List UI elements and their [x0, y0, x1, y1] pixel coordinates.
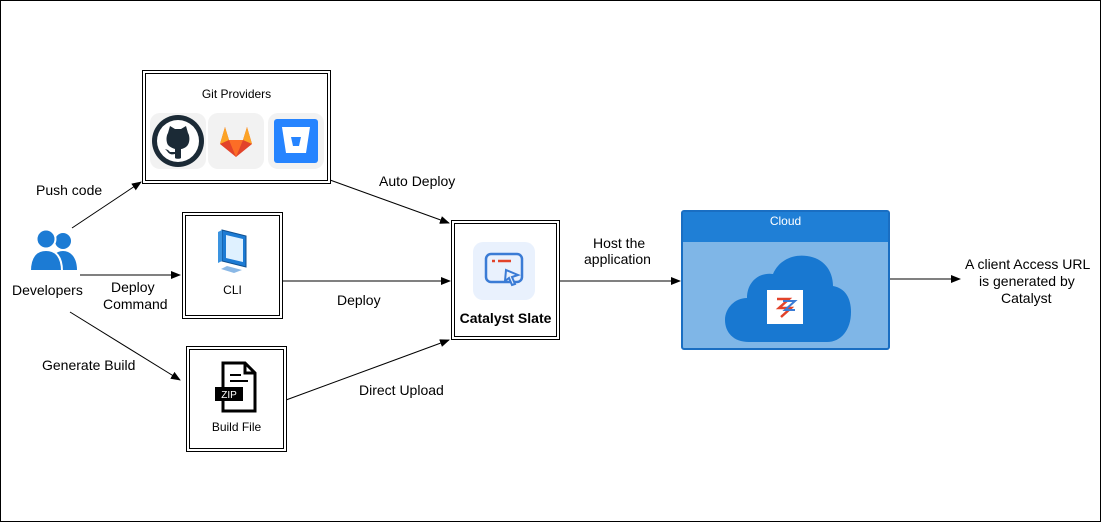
cloud-panel: Cloud — [681, 210, 890, 350]
host-application-label-line2: application — [584, 251, 651, 267]
arrow-generate-build — [69, 311, 181, 381]
arrow-direct-upload — [285, 339, 450, 401]
monitor-icon — [218, 229, 247, 273]
auto-deploy-label: Auto Deploy — [379, 173, 456, 189]
result-line3: Catalyst — [1001, 290, 1052, 306]
zip-file-icon: ZIP — [215, 361, 257, 413]
gitlab-tile — [208, 113, 264, 169]
catalyst-logo-tile — [767, 290, 803, 324]
catalyst-logo-icon — [775, 297, 798, 318]
cli-label: CLI — [223, 283, 242, 297]
bitbucket-icon — [274, 119, 318, 163]
deploy-label: Deploy — [337, 292, 381, 308]
catalyst-slate-tile — [473, 242, 535, 300]
gitlab-icon — [220, 127, 252, 157]
direct-upload-label: Direct Upload — [359, 382, 444, 398]
catalyst-slate-icon — [484, 252, 524, 287]
github-icon — [152, 115, 204, 167]
git-providers-box: Git Providers — [142, 70, 331, 184]
catalyst-slate-label: Catalyst Slate — [459, 310, 552, 326]
build-file-label: Build File — [211, 420, 262, 434]
users-icon — [28, 228, 77, 272]
build-file-box: ZIP Build File — [186, 346, 287, 452]
result-line1: A client Access URL — [965, 256, 1091, 272]
arrow-push-code — [71, 181, 142, 229]
cli-box: CLI — [182, 212, 283, 319]
push-code-label: Push code — [36, 182, 103, 198]
generate-build-label: Generate Build — [42, 357, 136, 373]
arrow-auto-deploy — [329, 179, 450, 224]
zip-badge-text: ZIP — [221, 390, 237, 401]
github-tile — [150, 113, 206, 169]
deploy-command-label-line2: Command — [103, 296, 168, 312]
cloud-title: Cloud — [769, 214, 802, 228]
bitbucket-tile — [268, 113, 324, 169]
cloud-header: Cloud — [683, 212, 888, 242]
host-application-label-line1: Host the — [593, 235, 646, 251]
git-providers-label: Git Providers — [201, 87, 272, 101]
catalyst-slate-box: Catalyst Slate — [451, 220, 560, 340]
deploy-command-label-line1: Deploy — [111, 279, 155, 295]
developers-label: Developers — [12, 282, 83, 298]
result-line2: is generated by — [979, 273, 1075, 289]
